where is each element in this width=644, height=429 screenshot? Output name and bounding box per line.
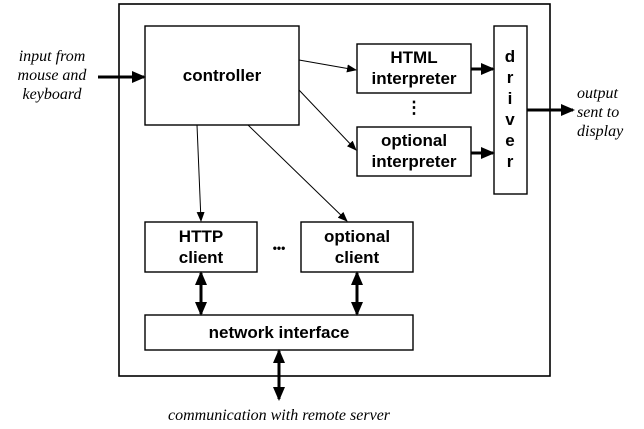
controller-box <box>144 25 300 126</box>
driver-letter: d <box>505 47 515 66</box>
network-interface-label: network interface <box>209 323 350 342</box>
arrow-controller-to-optional-interpreter <box>298 89 357 151</box>
input-caption: input from mouse and keyboard <box>18 48 88 103</box>
http-client-label-line2: client <box>179 248 224 267</box>
driver-letter: v <box>505 110 515 129</box>
html-interpreter-label-line2: interpreter <box>371 69 456 88</box>
driver-letter: r <box>507 68 514 87</box>
driver-letter: e <box>505 131 514 150</box>
http-client-label-line1: HTTP <box>179 227 223 246</box>
output-caption: output sent to display <box>577 85 624 140</box>
html-interpreter-label-line1: HTML <box>390 48 437 67</box>
optional-client-box <box>300 221 414 273</box>
driver-label: d r i v e r <box>505 47 515 171</box>
interpreter-ellipsis: ⋮ <box>406 98 423 117</box>
output-caption-line: output <box>577 85 618 102</box>
optional-client-label-line1: optional <box>324 227 390 246</box>
arrow-controller-to-optional-client <box>247 124 348 222</box>
optional-interpreter-label-line1: optional <box>381 131 447 150</box>
communication-caption: communication with remote server <box>168 407 391 424</box>
output-caption-line: display <box>577 123 624 140</box>
input-caption-line: mouse and <box>18 67 88 84</box>
controller-label: controller <box>183 66 262 85</box>
optional-client-label-line2: client <box>335 248 380 267</box>
input-caption-line: input from <box>19 48 86 65</box>
driver-letter: i <box>508 89 513 108</box>
arrow-controller-to-http-client <box>196 124 205 222</box>
driver-letter: r <box>507 152 514 171</box>
output-caption-line: sent to <box>577 104 619 121</box>
arrow-controller-to-html-interpreter <box>298 59 357 73</box>
client-ellipsis: ••• <box>273 241 286 255</box>
http-client-box <box>144 221 258 273</box>
input-caption-line: keyboard <box>23 86 83 103</box>
driver-box <box>493 25 528 195</box>
optional-interpreter-label-line2: interpreter <box>371 152 456 171</box>
html-interpreter-box <box>356 43 472 94</box>
